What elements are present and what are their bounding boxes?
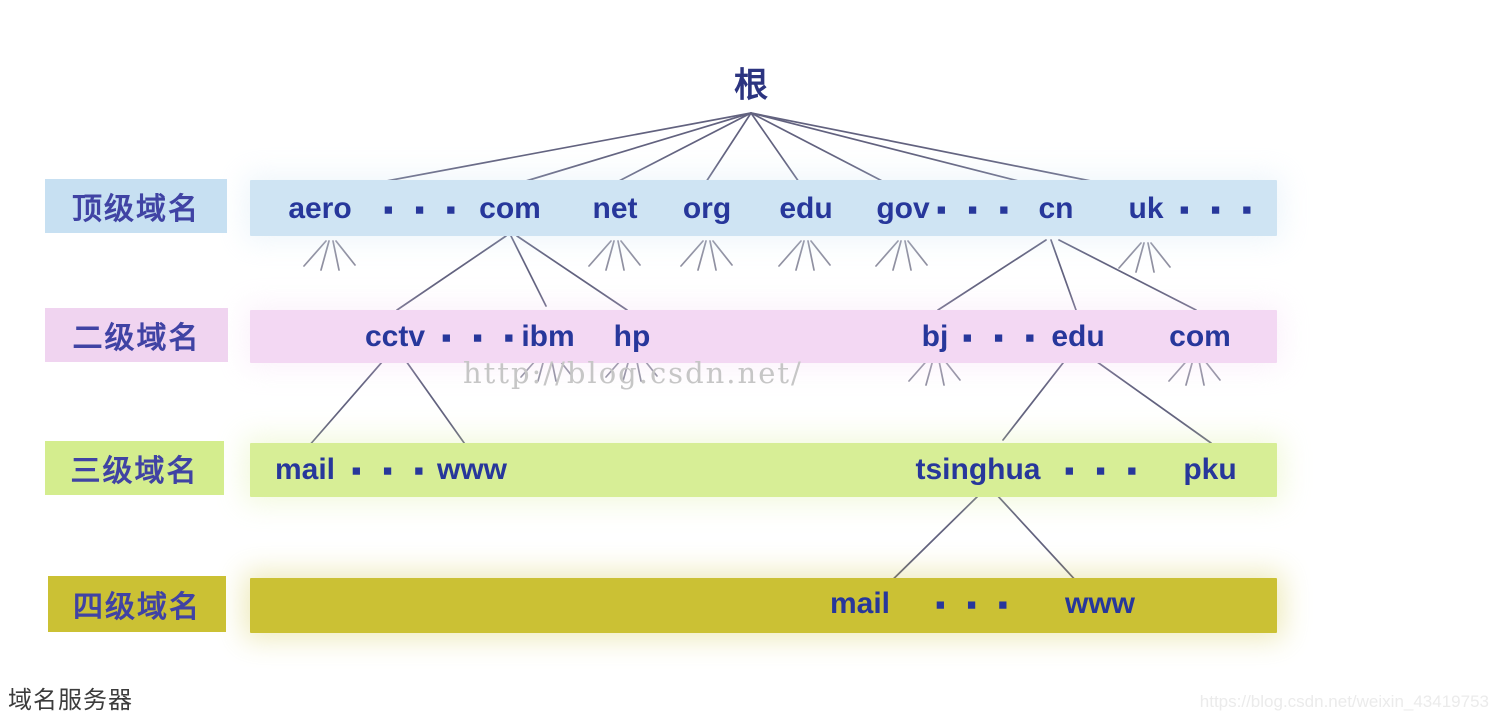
tree-edge [750,112,1127,189]
tree-node-edu: edu [1051,320,1105,353]
children-ellipsis-fan [588,240,612,267]
tree-edge [510,235,547,307]
tree-node-www: www [1064,587,1136,620]
row-label-top-domain: 顶级域名 [45,179,227,233]
tree-edge [516,235,628,311]
children-ellipsis-fan [332,240,340,271]
tree-node-bj: bj [921,320,949,353]
children-ellipsis-fan [335,240,356,266]
tree-edge [400,353,468,448]
children-ellipsis-fan [617,240,625,271]
tree-node-gov: gov [876,192,930,225]
children-ellipsis-fan [1150,242,1171,268]
ellipsis-node: ■ ■ ■ [1064,462,1146,480]
children-ellipsis-fan [892,240,902,271]
tree-node-uk: uk [1128,192,1164,225]
tree-node-tsinghua: tsinghua [915,453,1041,486]
tree-edge [750,112,1039,187]
tree-edge [307,353,390,448]
tree-node-net: net [592,192,638,225]
tree-edge [705,112,752,183]
tree-edge [750,112,889,185]
ellipsis-node: ■ ■ ■ [351,462,433,480]
children-ellipsis-fan [810,240,831,266]
tree-node-cctv: cctv [364,320,426,353]
tree-node-com: com [479,192,541,225]
corner-watermark: https://blog.csdn.net/weixin_43419753 [1199,692,1489,711]
band-second-domain [250,310,1277,363]
tree-edge [750,112,800,183]
children-ellipsis-fan [712,240,733,266]
ellipsis-node: ■ ■ ■ [441,329,523,347]
ellipsis-node: ■ ■ ■ [1179,201,1261,219]
children-ellipsis-fan [680,240,704,267]
tree-edge [937,239,1047,311]
tree-edge [337,112,752,191]
ellipsis-node: ■ ■ ■ [383,201,465,219]
tree-node-org: org [682,192,732,225]
tree-node-cn: cn [1038,192,1074,225]
tree-edge [396,235,507,311]
children-ellipsis-fan [807,240,815,271]
tree-node-pku: pku [1183,453,1237,486]
children-ellipsis-fan [904,240,912,271]
children-ellipsis-fan [1118,242,1142,269]
children-ellipsis-fan [1147,242,1155,273]
tree-edge [616,112,752,183]
children-ellipsis-fan [697,240,707,271]
tree-node-com: com [1169,320,1231,353]
children-ellipsis-fan [620,240,641,266]
tree-edge [1085,353,1212,444]
tree-edge [515,112,752,185]
footer-caption: 域名服务器 [8,687,133,714]
row-label-fourth-domain: 四级域名 [48,576,226,632]
children-ellipsis-fan [778,240,802,267]
tree-node-mail: mail [274,453,336,486]
tree-node-aero: aero [288,192,352,225]
band-top-domain [250,180,1277,236]
row-label-second-domain: 二级域名 [45,308,228,362]
tree-edge [1058,239,1197,311]
children-ellipsis-fan [605,240,615,271]
children-ellipsis-fan [795,240,805,271]
tree-node-ibm: ibm [521,320,575,353]
ellipsis-node: ■ ■ ■ [935,596,1017,614]
tree-node-hp: hp [613,320,651,353]
ellipsis-node: ■ ■ ■ [936,201,1018,219]
ellipsis-node: ■ ■ ■ [962,329,1044,347]
tree-node-www: www [436,453,508,486]
root-node: 根 [734,66,768,105]
children-ellipsis-fan [907,240,928,266]
children-ellipsis-fan [303,240,327,267]
children-ellipsis-fan [709,240,717,271]
children-ellipsis-fan [1135,242,1145,273]
tree-node-edu: edu [779,192,833,225]
center-watermark: http://blog.csdn.net/ [463,356,803,390]
band-fourth-domain [250,578,1277,633]
tree-edge [1002,353,1071,441]
children-ellipsis-fan [875,240,899,267]
children-ellipsis-fan [320,240,330,271]
row-label-third-domain: 三级域名 [45,441,224,495]
band-third-domain [250,443,1277,497]
tree-node-mail: mail [829,587,891,620]
